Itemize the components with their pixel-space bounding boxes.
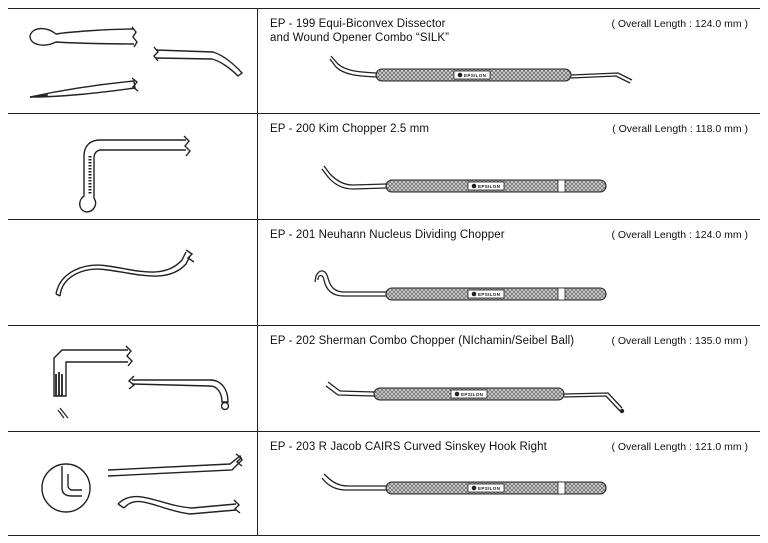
overall-length: ( Overall Length : 124.0 mm ) <box>611 18 748 30</box>
brand-label: EPSILON <box>478 184 501 189</box>
instrument-name: EP - 202 Sherman Combo Chopper (NIchamin… <box>270 335 575 347</box>
tip-illustration-ep-203 <box>8 432 258 535</box>
instrument-drawing-ep-201: EPSILON <box>314 270 607 301</box>
brand-label: EPSILON <box>478 292 501 297</box>
overall-length: ( Overall Length : 118.0 mm ) <box>612 123 748 135</box>
instrument-name: EP - 200 Kim Chopper 2.5 mm <box>270 123 430 135</box>
catalog-row-ep-201: EP - 201 Neuhann Nucleus Dividing Choppe… <box>8 220 760 326</box>
info-cell-ep-200: EP - 200 Kim Chopper 2.5 mm ( Overall Le… <box>258 114 760 219</box>
catalog-row-ep-200: EP - 200 Kim Chopper 2.5 mm ( Overall Le… <box>8 114 760 220</box>
l-chopper-outline <box>53 349 128 397</box>
instrument-name: EP - 203 R Jacob CAIRS Curved Sinskey Ho… <box>270 441 547 453</box>
info-cell-ep-199: EP - 199 Equi-Biconvex Dissector and Wou… <box>258 9 760 113</box>
info-cell-ep-201: EP - 201 Neuhann Nucleus Dividing Choppe… <box>258 220 760 325</box>
catalog-row-ep-199: EP - 199 Equi-Biconvex Dissector and Wou… <box>8 9 760 114</box>
brand-label: EPSILON <box>464 73 487 78</box>
instrument-catalog: EP - 199 Equi-Biconvex Dissector and Wou… <box>8 8 760 536</box>
brand-label: EPSILON <box>461 392 484 397</box>
info-cell-ep-202: EP - 202 Sherman Combo Chopper (NIchamin… <box>258 326 760 431</box>
spatula-tip-outline <box>29 27 135 46</box>
catalog-row-ep-203: EP - 203 R Jacob CAIRS Curved Sinskey Ho… <box>8 432 760 536</box>
bent-tip-outline <box>155 49 244 77</box>
info-cell-ep-203: EP - 203 R Jacob CAIRS Curved Sinskey Ho… <box>258 432 760 535</box>
instrument-drawing-ep-202: EPSILON <box>325 381 625 414</box>
magnified-hook-circle <box>41 463 91 513</box>
ball-tip-outline <box>131 379 229 403</box>
instrument-name: EP - 201 Neuhann Nucleus Dividing Choppe… <box>270 229 505 241</box>
hook-tip-outline <box>79 139 186 213</box>
instrument-drawing-ep-203: EPSILON <box>321 473 607 495</box>
curved-sinskey-outline <box>123 500 237 515</box>
tip-illustration-ep-201 <box>8 220 258 325</box>
tip-illustration-ep-200 <box>8 114 258 219</box>
instrument-name: EP - 199 Equi-Biconvex Dissector and Wou… <box>270 18 450 44</box>
tip-illustration-ep-202 <box>8 326 258 431</box>
curved-chopper-outline <box>59 255 191 297</box>
catalog-row-ep-202: EP - 202 Sherman Combo Chopper (NIchamin… <box>8 326 760 432</box>
overall-length: ( Overall Length : 135.0 mm ) <box>611 335 748 347</box>
instrument-drawing-ep-199: EPSILON <box>329 55 633 84</box>
tip-illustration-ep-199 <box>8 9 258 113</box>
overall-length: ( Overall Length : 124.0 mm ) <box>611 229 748 241</box>
overall-length: ( Overall Length : 121.0 mm ) <box>611 441 748 453</box>
instrument-drawing-ep-200: EPSILON <box>321 165 607 193</box>
sinskey-tip-outline <box>107 454 243 477</box>
brand-label: EPSILON <box>478 486 501 491</box>
